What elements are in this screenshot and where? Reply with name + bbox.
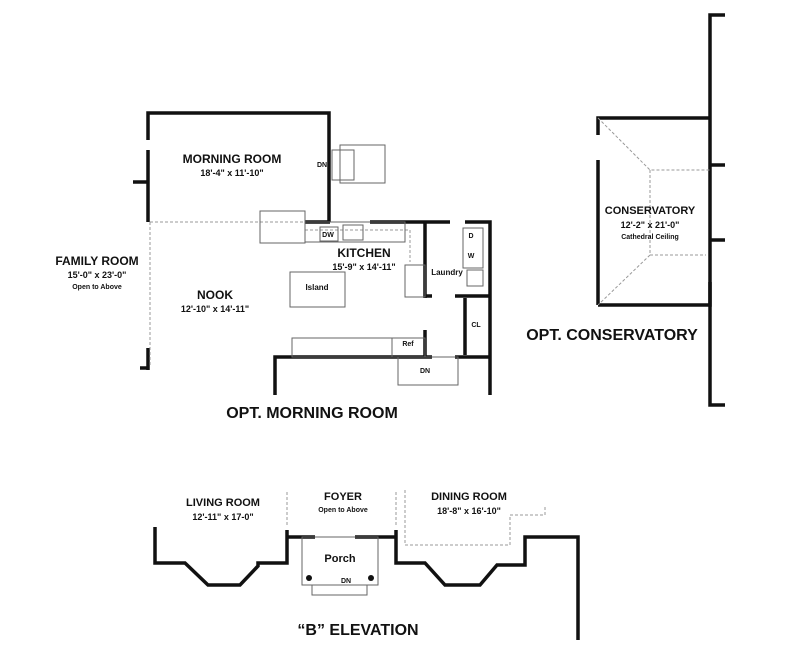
nook-name: NOOK — [197, 288, 233, 302]
family-room-dims: 15'-0" x 23'-0" — [67, 270, 127, 280]
conservatory-name: CONSERVATORY — [604, 205, 696, 217]
kitchen-name: KITCHEN — [337, 246, 391, 260]
washer-label: W — [467, 253, 475, 260]
porch-name: Porch — [324, 553, 356, 565]
morning-room-name: MORNING ROOM — [182, 152, 282, 166]
morning-stair-dn: DN — [316, 162, 328, 169]
title-elevation: “B” ELEVATION — [297, 622, 419, 639]
closet-label: CL — [471, 322, 481, 329]
column-right — [368, 575, 374, 581]
ref-label: Ref — [402, 341, 414, 348]
conservatory-note: Cathedral Ceiling — [621, 234, 679, 241]
laundry-name: Laundry — [431, 268, 463, 277]
dashed-lines — [149, 117, 710, 546]
living-room-name: LIVING ROOM — [186, 497, 260, 509]
kitchen-dims: 15'-9" x 14'-11" — [332, 262, 396, 272]
family-room-note: Open to Above — [72, 284, 122, 291]
family-room-name: FAMILY ROOM — [55, 254, 139, 268]
morning-room-dims: 18'-4" x 11'-10" — [200, 168, 264, 178]
foyer-name: FOYER — [324, 491, 362, 503]
conservatory-dims: 12'-2" x 21'-0" — [620, 220, 680, 230]
dishwasher-label: DW — [322, 232, 334, 239]
porch-stair-dn: DN — [340, 578, 352, 585]
nook-dims: 12'-10" x 14'-11" — [180, 304, 250, 314]
fixtures — [259, 144, 484, 596]
island-label: Island — [305, 283, 329, 292]
dining-room-dims: 18'-8" x 16'-10" — [437, 506, 501, 516]
kitchen-stair-dn: DN — [419, 368, 431, 375]
living-room-dims: 12'-11" x 17-0" — [192, 512, 254, 522]
title-conservatory: OPT. CONSERVATORY — [526, 327, 698, 344]
title-morning-room: OPT. MORNING ROOM — [226, 405, 398, 422]
foyer-note: Open to Above — [318, 507, 368, 514]
column-left — [306, 575, 312, 581]
dryer-label: D — [468, 233, 474, 240]
dining-room-name: DINING ROOM — [431, 491, 507, 503]
